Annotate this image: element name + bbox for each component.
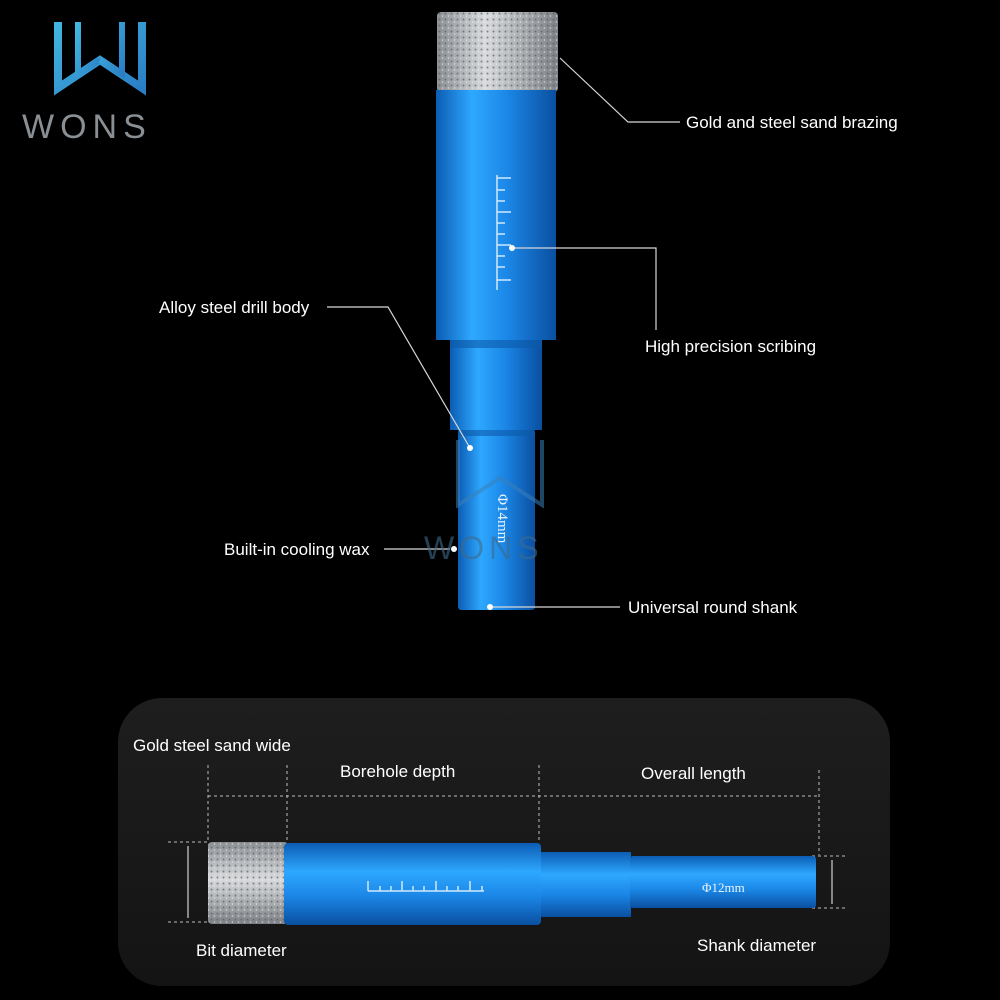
drill-bit-vertical: [327, 12, 680, 610]
drill-body-h: [284, 843, 541, 925]
callout-cooling-wax: Built-in cooling wax: [224, 540, 370, 559]
drill-shank: [458, 430, 535, 610]
callout-brazing: Gold and steel sand brazing: [686, 113, 898, 132]
shank-marking: Φ12mm: [702, 880, 745, 895]
drill-step: [450, 340, 542, 430]
drill-step-h: [541, 852, 631, 917]
dim-shank-diameter: Shank diameter: [697, 936, 817, 955]
dim-sand-width: Gold steel sand wide: [133, 736, 291, 755]
drill-body: [436, 90, 556, 340]
dim-overall-length: Overall length: [641, 764, 746, 783]
watermark-text: WONS: [424, 530, 544, 566]
logo-text: WONS: [22, 108, 152, 146]
callout-drill-body: Alloy steel drill body: [159, 298, 310, 317]
scale-marks: [496, 175, 511, 290]
dim-borehole-depth: Borehole depth: [340, 762, 456, 781]
drill-shank-h: [630, 856, 816, 908]
callout-scribing: High precision scribing: [645, 337, 817, 356]
watermark-mark: [456, 440, 544, 509]
dim-bit-diameter: Bit diameter: [196, 941, 287, 960]
callout-round-shank: Universal round shank: [628, 598, 798, 617]
